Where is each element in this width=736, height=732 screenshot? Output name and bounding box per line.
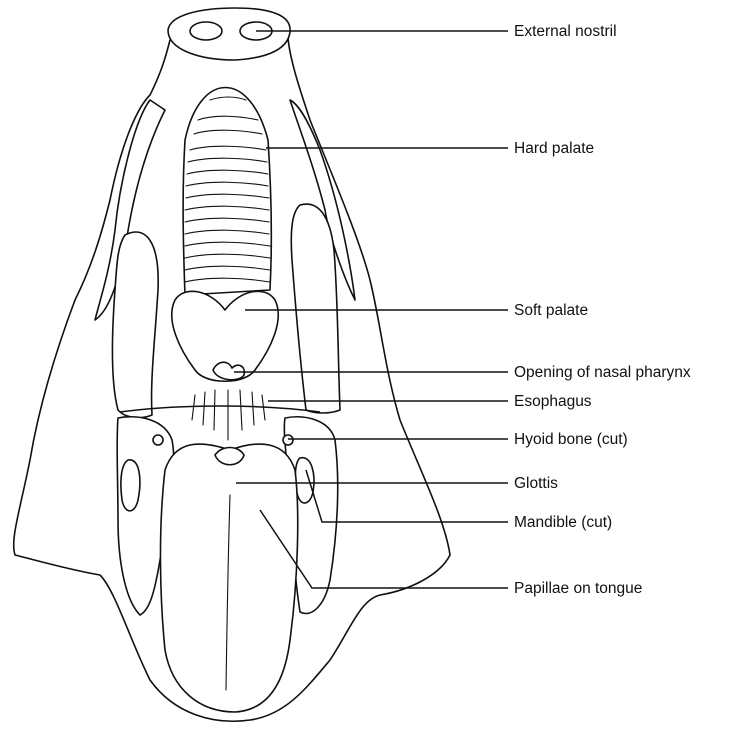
label-opening-nasal-pharynx: Opening of nasal pharynx: [514, 364, 691, 381]
nostril-left-shape: [190, 22, 222, 40]
labels: External nostril Hard palate Soft palate…: [514, 23, 691, 597]
label-esophagus: Esophagus: [514, 393, 592, 410]
label-mandible: Mandible (cut): [514, 514, 612, 531]
label-papillae: Papillae on tongue: [514, 580, 642, 597]
right-hyoid-hole: [283, 435, 293, 445]
left-hyoid-slit: [121, 460, 140, 511]
left-mandible-shape: [112, 232, 158, 418]
label-external-nostril: External nostril: [514, 23, 617, 40]
label-glottis: Glottis: [514, 475, 558, 492]
left-hyoid-hole: [153, 435, 163, 445]
right-hyoid-slit: [295, 458, 314, 503]
label-soft-palate: Soft palate: [514, 302, 588, 319]
tongue-shape: [160, 444, 297, 712]
hard-palate-shape: [183, 88, 271, 296]
label-hyoid-bone: Hyoid bone (cut): [514, 431, 628, 448]
label-hard-palate: Hard palate: [514, 140, 594, 157]
